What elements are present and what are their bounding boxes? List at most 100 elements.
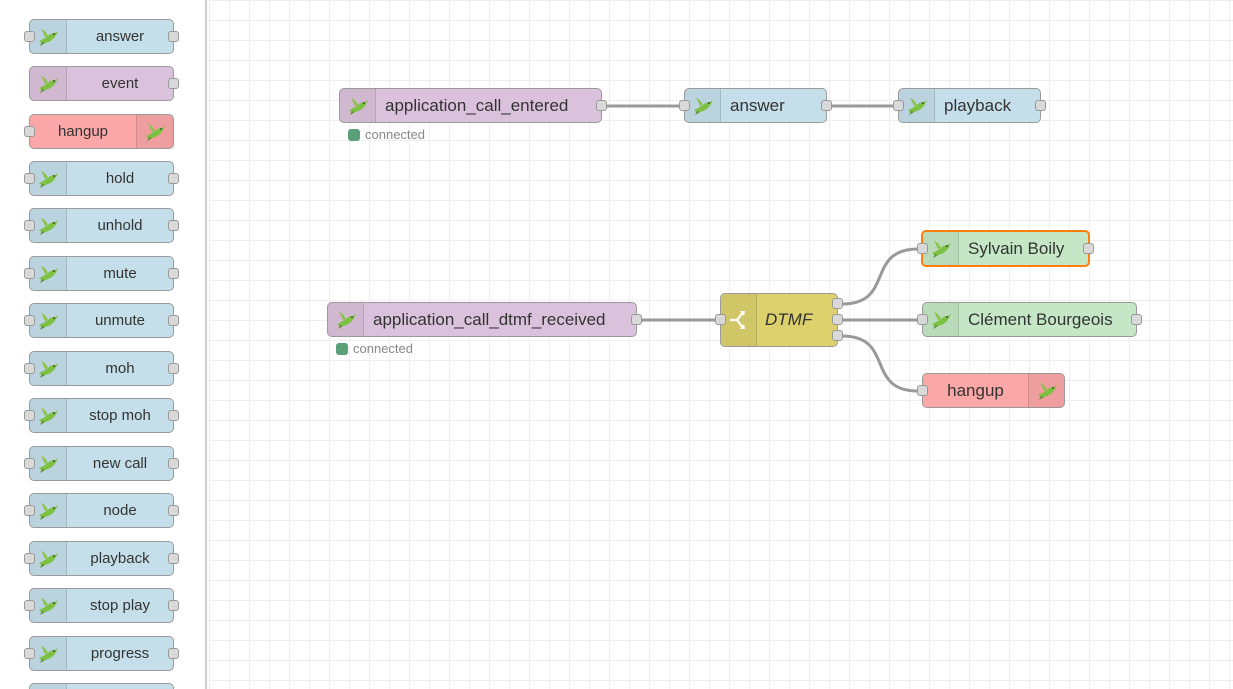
status-connected: connected <box>336 341 413 357</box>
status-dot <box>336 343 348 355</box>
bird-icon <box>30 542 67 575</box>
output-port <box>168 31 179 42</box>
bird-icon <box>30 637 67 670</box>
node-palette: answer event hangup hold unhold mute unm… <box>0 0 207 689</box>
output-port[interactable] <box>821 100 832 111</box>
palette-node-mute[interactable]: mute <box>24 256 179 291</box>
input-port[interactable] <box>679 100 690 111</box>
node-switch-dtmf[interactable]: DTMF <box>715 293 843 347</box>
output-port[interactable] <box>631 314 642 325</box>
input-port[interactable] <box>917 243 928 254</box>
node-clement-bourgeois[interactable]: Clément Bourgeois <box>917 302 1142 337</box>
node-hangup[interactable]: hangup <box>917 373 1065 408</box>
palette-node-label: progress <box>90 645 150 662</box>
input-port[interactable] <box>893 100 904 111</box>
output-port <box>168 600 179 611</box>
palette-node-label: stop moh <box>89 407 151 424</box>
output-port-1[interactable] <box>832 298 843 309</box>
palette-node-label: hangup <box>57 123 109 140</box>
bird-icon <box>30 162 67 195</box>
palette-node-answer[interactable]: answer <box>24 19 179 54</box>
node-label: hangup <box>947 381 1004 400</box>
output-port <box>168 173 179 184</box>
palette-node-moh[interactable]: moh <box>24 351 179 386</box>
palette-node-label: answer <box>95 28 145 45</box>
input-port[interactable] <box>917 314 928 325</box>
bird-icon <box>899 89 935 122</box>
input-port <box>24 173 35 184</box>
input-port <box>24 458 35 469</box>
output-port <box>168 553 179 564</box>
palette-node-hold[interactable]: hold <box>24 161 179 196</box>
bird-icon <box>30 447 67 480</box>
palette-node-new-call[interactable]: new call <box>24 446 179 481</box>
status-text: connected <box>365 127 425 142</box>
output-port[interactable] <box>1035 100 1046 111</box>
palette-node-label: hold <box>105 170 135 187</box>
bird-icon <box>923 232 959 265</box>
bird-icon <box>30 589 67 622</box>
palette-node-label: node <box>103 502 137 519</box>
palette-node-unmute[interactable]: unmute <box>24 303 179 338</box>
output-port <box>168 268 179 279</box>
output-port[interactable] <box>1083 243 1094 254</box>
bird-icon <box>30 352 67 385</box>
bird-icon <box>136 115 173 148</box>
bird-icon <box>30 399 67 432</box>
output-port <box>168 315 179 326</box>
palette-node-event[interactable]: event <box>29 66 179 101</box>
bird-icon <box>30 304 67 337</box>
palette-node-partial[interactable] <box>29 683 174 689</box>
node-label: application_call_entered <box>385 96 569 115</box>
bird-icon <box>1028 374 1064 407</box>
output-port <box>168 78 179 89</box>
input-port <box>24 363 35 374</box>
palette-node-label: mute <box>103 265 137 282</box>
bird-icon <box>30 67 67 100</box>
input-port <box>24 600 35 611</box>
palette-node-stop-play[interactable]: stop play <box>24 588 179 623</box>
node-label: Sylvain Boily <box>968 239 1065 258</box>
output-port <box>168 363 179 374</box>
palette-node-playback[interactable]: playback <box>24 541 179 576</box>
node-application-call-dtmf-received[interactable]: application_call_dtmf_received <box>327 302 642 337</box>
bird-icon <box>30 257 67 290</box>
input-port <box>24 220 35 231</box>
palette-node-progress[interactable]: progress <box>24 636 179 671</box>
output-port[interactable] <box>1131 314 1142 325</box>
node-label: application_call_dtmf_received <box>373 310 606 329</box>
palette-node-stop-moh[interactable]: stop moh <box>24 398 179 433</box>
bird-icon <box>30 20 67 53</box>
palette-node-hangup[interactable]: hangup <box>24 114 174 149</box>
palette-node-label: unmute <box>94 312 146 329</box>
input-port <box>24 268 35 279</box>
palette-node-unhold[interactable]: unhold <box>24 208 179 243</box>
bird-icon <box>30 684 67 689</box>
output-port[interactable] <box>596 100 607 111</box>
status-text: connected <box>353 341 413 356</box>
status-connected: connected <box>348 127 425 143</box>
palette-node-label: new call <box>92 455 148 472</box>
bird-icon <box>340 89 376 122</box>
node-playback[interactable]: playback <box>893 88 1046 123</box>
palette-node-label: event <box>101 75 139 92</box>
switch-icon <box>721 294 757 346</box>
output-port-3[interactable] <box>832 330 843 341</box>
input-port[interactable] <box>715 314 726 325</box>
palette-node-node[interactable]: node <box>24 493 179 528</box>
output-port <box>168 648 179 659</box>
palette-node-label: playback <box>90 550 150 567</box>
node-sylvain-boily[interactable]: Sylvain Boily <box>917 230 1094 267</box>
node-answer[interactable]: answer <box>679 88 832 123</box>
node-label: Clément Bourgeois <box>968 310 1113 329</box>
bird-icon <box>685 89 721 122</box>
input-port <box>24 410 35 421</box>
palette-node-label: moh <box>105 360 135 377</box>
node-application-call-entered[interactable]: application_call_entered <box>339 88 607 123</box>
node-label: playback <box>944 96 1012 115</box>
input-port <box>24 31 35 42</box>
node-label: DTMF <box>765 310 813 329</box>
input-port[interactable] <box>917 385 928 396</box>
palette-node-label: unhold <box>97 217 143 234</box>
output-port-2[interactable] <box>832 314 843 325</box>
